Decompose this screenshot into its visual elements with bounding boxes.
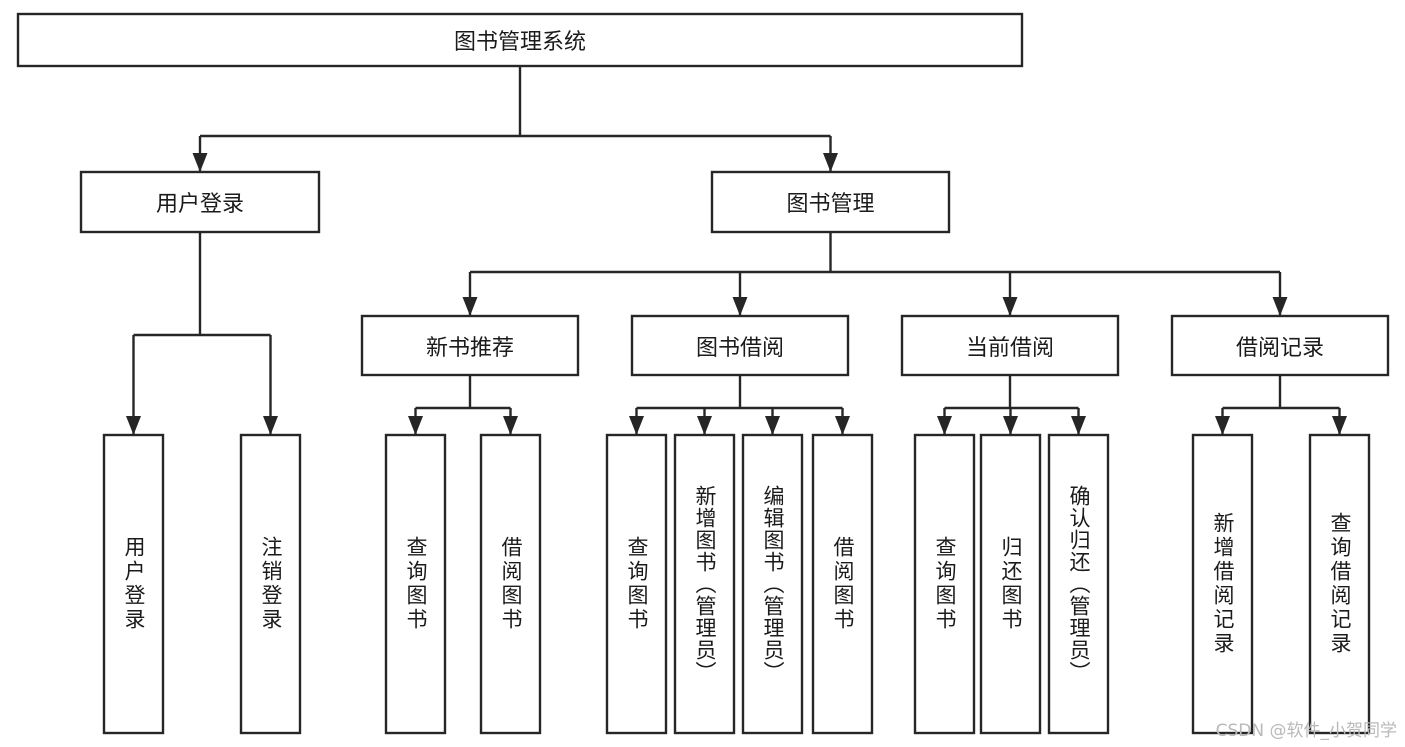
- node-box-borrow-record[interactable]: [1170, 314, 1390, 377]
- arrow-icon-leaf-edit-book: [765, 416, 780, 435]
- node-box-leaf-confirm-return[interactable]: [1047, 433, 1110, 735]
- arrow-icon-leaf-confirm-return: [1071, 416, 1086, 435]
- arrow-icon-leaf-add-book: [697, 416, 712, 435]
- arrow-icon-leaf-query-book-3: [937, 416, 952, 435]
- node-box-leaf-user-login[interactable]: [102, 433, 165, 735]
- node-box-root[interactable]: [16, 12, 1024, 68]
- arrow-icon-book-borrow: [732, 297, 748, 316]
- node-box-user-login[interactable]: [79, 170, 321, 234]
- node-box-new-book-rec[interactable]: [360, 314, 580, 377]
- node-box-leaf-query-book-3[interactable]: [913, 433, 976, 735]
- node-box-book-manage[interactable]: [710, 170, 951, 234]
- node-box-current-borrow[interactable]: [900, 314, 1120, 377]
- node-box-leaf-query-book-2[interactable]: [605, 433, 668, 735]
- node-box-leaf-add-record[interactable]: [1191, 433, 1254, 735]
- node-box-leaf-borrow-book-2[interactable]: [811, 433, 874, 735]
- node-box-book-borrow[interactable]: [630, 314, 850, 377]
- arrow-icon-user-login: [192, 153, 208, 172]
- arrow-icon-leaf-query-book-2: [629, 416, 644, 435]
- arrow-icon-leaf-logout: [263, 416, 278, 435]
- nodes-layer: [16, 12, 1390, 735]
- arrow-icon-current-borrow: [1002, 297, 1018, 316]
- arrow-icon-new-book-rec: [462, 297, 478, 316]
- arrow-icon-leaf-add-record: [1215, 416, 1230, 435]
- arrow-icon-leaf-query-book-1: [408, 416, 423, 435]
- node-box-leaf-logout[interactable]: [239, 433, 302, 735]
- node-box-leaf-borrow-book-1[interactable]: [479, 433, 542, 735]
- arrow-icon-leaf-return-book: [1003, 416, 1018, 435]
- node-box-leaf-return-book[interactable]: [979, 433, 1042, 735]
- connectors-layer: [126, 66, 1347, 435]
- arrow-icon-book-manage: [823, 153, 838, 172]
- node-box-leaf-query-record[interactable]: [1308, 433, 1371, 735]
- arrow-icon-leaf-borrow-book-2: [835, 416, 850, 435]
- arrow-icon-leaf-query-record: [1332, 416, 1347, 435]
- node-box-leaf-query-book-1[interactable]: [384, 433, 447, 735]
- node-box-leaf-edit-book[interactable]: [741, 433, 804, 735]
- arrow-icon-leaf-borrow-book-1: [503, 416, 518, 435]
- node-box-leaf-add-book[interactable]: [673, 433, 736, 735]
- arrow-icon-borrow-record: [1272, 297, 1288, 316]
- arrow-icon-leaf-user-login: [126, 416, 141, 435]
